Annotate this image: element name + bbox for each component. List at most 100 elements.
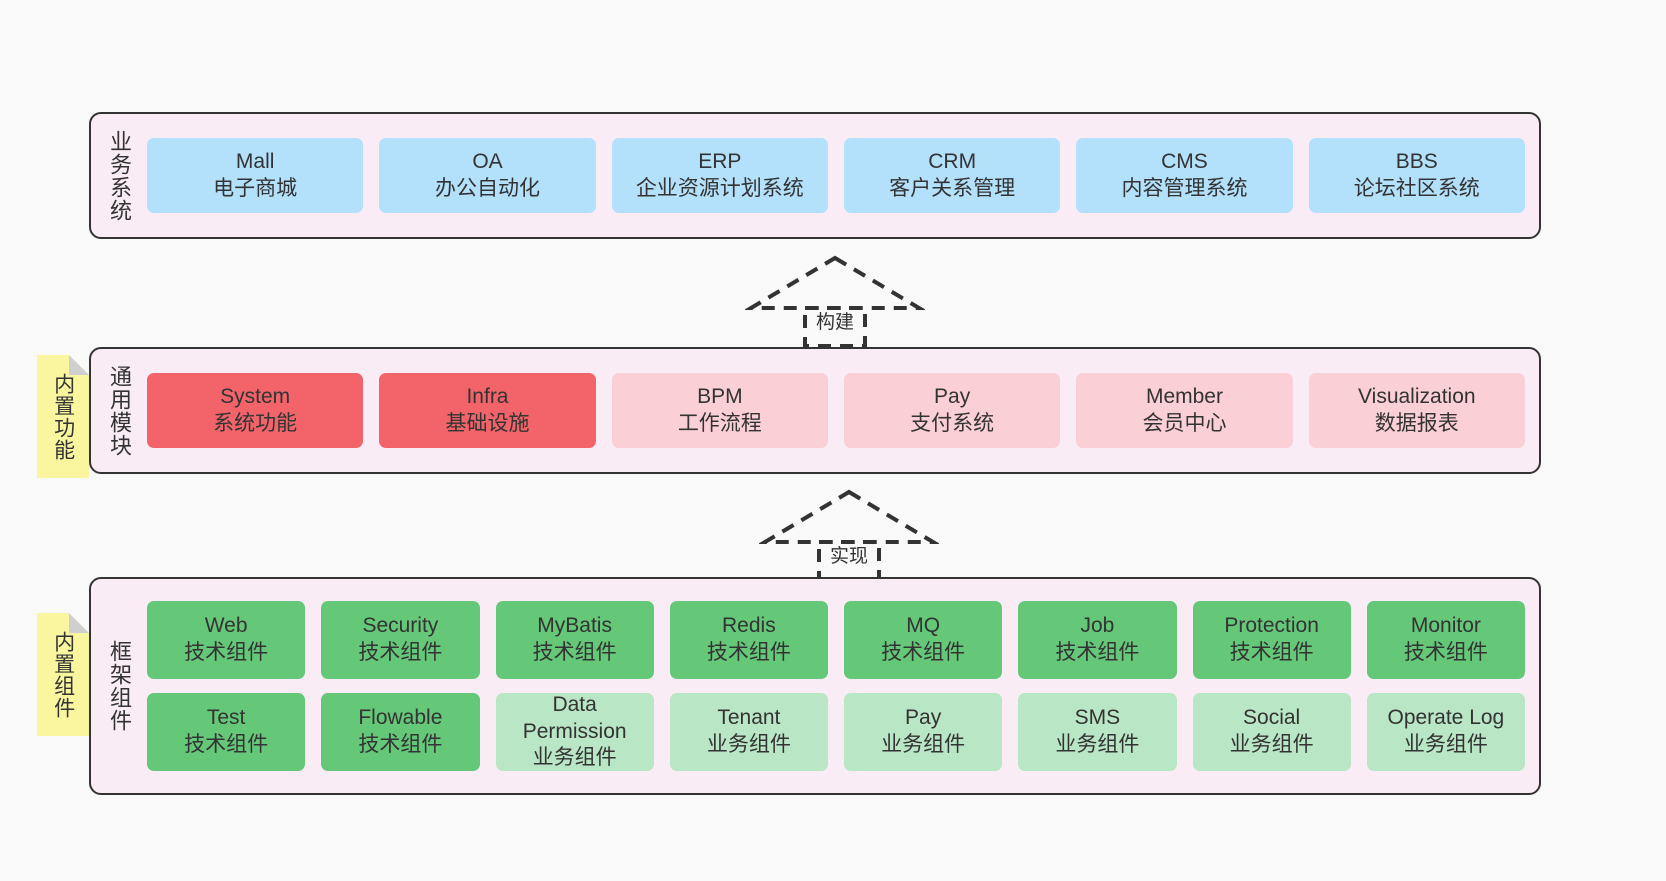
- arrow-build: 构建: [745, 252, 925, 348]
- node-title: System: [220, 384, 291, 408]
- node-mq[interactable]: MQ 技术组件: [844, 601, 1003, 679]
- note-text: 内置组件: [51, 630, 75, 719]
- node-subtitle: 支付系统: [910, 411, 995, 435]
- node-pay-business[interactable]: Pay 业务组件: [844, 693, 1003, 771]
- node-title: Security: [362, 614, 439, 638]
- node-title: OA: [472, 149, 503, 173]
- node-title: Tenant: [717, 706, 781, 730]
- node-title: Operate Log: [1387, 706, 1505, 730]
- node-title: Protection: [1224, 614, 1319, 638]
- node-title: Pay: [905, 706, 942, 730]
- node-title: MQ: [906, 614, 941, 638]
- node-row: Web 技术组件 Security 技术组件 MyBatis 技术组件 Redi…: [147, 601, 1525, 679]
- node-system[interactable]: System 系统功能: [147, 373, 364, 448]
- node-cms[interactable]: CMS 内容管理系统: [1076, 138, 1293, 213]
- node-row: Mall 电子商城 OA 办公自动化 ERP 企业资源计划系统 CRM 客户关系…: [147, 138, 1525, 213]
- node-title: CRM: [928, 149, 977, 173]
- node-subtitle: 技术组件: [358, 733, 443, 756]
- layer-title-common: 通用模块: [106, 364, 132, 457]
- node-subtitle: 会员中心: [1142, 411, 1227, 435]
- node-operate-log[interactable]: Operate Log 业务组件: [1366, 693, 1525, 771]
- node-subtitle: 业务组件: [532, 746, 617, 770]
- node-row: Test 技术组件 Flowable 技术组件 Data Permission …: [147, 693, 1525, 771]
- node-title: Social: [1243, 706, 1301, 730]
- node-subtitle: 基础设施: [445, 411, 530, 435]
- node-subtitle: 业务组件: [881, 733, 966, 756]
- node-tenant[interactable]: Tenant 业务组件: [669, 693, 828, 771]
- node-job[interactable]: Job 技术组件: [1018, 601, 1177, 679]
- node-subtitle: 技术组件: [706, 641, 791, 664]
- node-title: Pay: [934, 384, 971, 408]
- arrow-stem: [803, 306, 867, 348]
- node-title: Redis: [722, 614, 776, 638]
- node-title: Mall: [235, 149, 275, 173]
- node-sms[interactable]: SMS 业务组件: [1018, 693, 1177, 771]
- node-subtitle: 业务组件: [1403, 733, 1488, 756]
- node-title: Test: [206, 706, 246, 730]
- node-web[interactable]: Web 技术组件: [147, 601, 306, 679]
- node-subtitle: 业务组件: [1229, 733, 1314, 756]
- node-subtitle: 技术组件: [184, 733, 269, 756]
- node-data-permission[interactable]: Data Permission 业务组件: [495, 693, 654, 771]
- layer-framework-components: 框架组件 Web 技术组件 Security 技术组件 MyBatis 技术组件…: [89, 577, 1541, 795]
- node-flowable[interactable]: Flowable 技术组件: [321, 693, 480, 771]
- node-security[interactable]: Security 技术组件: [321, 601, 480, 679]
- node-title: MyBatis: [537, 614, 612, 638]
- node-subtitle: 技术组件: [881, 641, 966, 664]
- arrow-realize: 实现: [759, 486, 939, 582]
- node-subtitle: 技术组件: [532, 641, 617, 664]
- node-title: Monitor: [1410, 614, 1481, 638]
- node-title: BBS: [1395, 149, 1438, 173]
- node-social[interactable]: Social 业务组件: [1192, 693, 1351, 771]
- node-title: Job: [1080, 614, 1115, 638]
- node-mybatis[interactable]: MyBatis 技术组件: [495, 601, 654, 679]
- node-subtitle: 技术组件: [358, 641, 443, 664]
- node-subtitle: 系统功能: [213, 411, 298, 435]
- node-subtitle: 客户关系管理: [889, 176, 1016, 200]
- node-subtitle: 技术组件: [1229, 641, 1314, 664]
- node-bbs[interactable]: BBS 论坛社区系统: [1308, 138, 1525, 213]
- node-subtitle: 数据报表: [1374, 411, 1459, 435]
- node-redis[interactable]: Redis 技术组件: [669, 601, 828, 679]
- layer-body-framework: Web 技术组件 Security 技术组件 MyBatis 技术组件 Redi…: [147, 579, 1539, 793]
- layer-title-framework: 框架组件: [106, 640, 132, 732]
- layer-business-systems: 业务系统 Mall 电子商城 OA 办公自动化 ERP 企业资源计划系统 CRM…: [89, 112, 1541, 239]
- node-title: Flowable: [358, 706, 443, 730]
- node-subtitle: 技术组件: [1403, 641, 1488, 664]
- node-oa[interactable]: OA 办公自动化: [379, 138, 596, 213]
- node-crm[interactable]: CRM 客户关系管理: [843, 138, 1061, 213]
- node-subtitle: 业务组件: [706, 733, 791, 756]
- layer-body-business: Mall 电子商城 OA 办公自动化 ERP 企业资源计划系统 CRM 客户关系…: [147, 114, 1539, 237]
- node-protection[interactable]: Protection 技术组件: [1192, 601, 1351, 679]
- node-infra[interactable]: Infra 基础设施: [379, 373, 596, 448]
- node-erp[interactable]: ERP 企业资源计划系统: [611, 138, 828, 213]
- node-title: Web: [204, 614, 248, 638]
- node-mall[interactable]: Mall 电子商城: [147, 138, 364, 213]
- note-fold-corner-icon: [69, 613, 89, 633]
- note-text: 内置功能: [51, 372, 75, 461]
- node-pay[interactable]: Pay 支付系统: [843, 373, 1061, 448]
- node-subtitle: 论坛社区系统: [1353, 176, 1480, 200]
- node-subtitle: 电子商城: [213, 176, 298, 200]
- layer-common-modules: 通用模块 System 系统功能 Infra 基础设施 BPM 工作流程 Pay…: [89, 347, 1541, 474]
- node-title: Visualization: [1358, 384, 1476, 408]
- node-test[interactable]: Test 技术组件: [147, 693, 306, 771]
- node-title: CMS: [1161, 149, 1208, 173]
- arrow-head-triangle: [745, 255, 925, 310]
- arrow-head-triangle: [759, 489, 939, 544]
- node-monitor[interactable]: Monitor 技术组件: [1366, 601, 1525, 679]
- note-built-in-components: 内置组件: [37, 613, 89, 736]
- node-subtitle: 技术组件: [184, 641, 269, 664]
- node-member[interactable]: Member 会员中心: [1076, 373, 1293, 448]
- arrow-stem: [817, 540, 881, 582]
- node-subtitle: 工作流程: [677, 411, 762, 435]
- node-subtitle: 技术组件: [1055, 641, 1140, 664]
- node-bpm[interactable]: BPM 工作流程: [611, 373, 828, 448]
- node-subtitle: 业务组件: [1055, 733, 1140, 756]
- layer-body-common: System 系统功能 Infra 基础设施 BPM 工作流程 Pay 支付系统…: [147, 349, 1539, 472]
- node-title: BPM: [697, 384, 743, 408]
- node-title: ERP: [698, 149, 742, 173]
- node-visualization[interactable]: Visualization 数据报表: [1308, 373, 1525, 448]
- node-title: Member: [1145, 384, 1223, 408]
